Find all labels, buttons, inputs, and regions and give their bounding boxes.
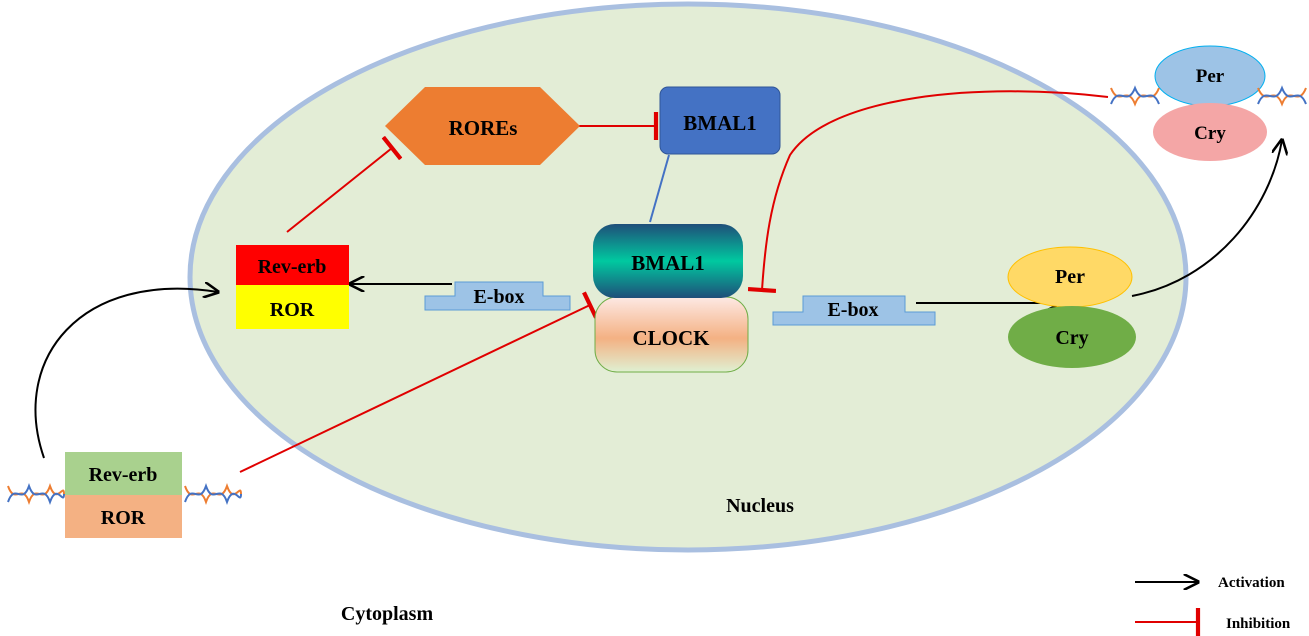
nucleus-label: Nucleus	[726, 495, 794, 517]
rev-erb-cytoplasm-label: Rev-erb	[89, 464, 158, 486]
ebox-right-label: E-box	[827, 299, 878, 321]
rev-erb-nucleus-label: Rev-erb	[258, 256, 327, 278]
bmal1-complex-box	[593, 224, 743, 298]
bmal1-link-line	[649, 154, 670, 223]
activation-per-cry-to-cytoplasm	[1131, 140, 1282, 297]
rores-element	[385, 87, 580, 165]
inhibition-rev-erb-to-rores	[286, 135, 403, 233]
ror-nucleus-label: ROR	[270, 299, 315, 321]
per-nucleus-label: Per	[1055, 266, 1085, 288]
rev-erb-cytoplasm-box	[65, 452, 182, 495]
dna-right-icon	[1257, 85, 1307, 107]
clock-label: CLOCK	[632, 326, 710, 350]
legend: Activation Inhibition	[1135, 575, 1291, 636]
inhibition-rev-erb-gene-to-clock	[239, 291, 598, 473]
cry-nucleus-label: Cry	[1055, 327, 1088, 349]
bmal1-gene-box	[659, 86, 781, 155]
dna-left-icon	[1110, 85, 1160, 107]
bmal1-complex-label: BMAL1	[631, 251, 705, 275]
per-cytoplasm-label: Per	[1196, 66, 1225, 87]
rores-label: ROREs	[449, 116, 518, 140]
rev-erb-nucleus-box	[236, 245, 349, 285]
cry-cytoplasm-label: Cry	[1194, 123, 1226, 144]
ror-cytoplasm-box	[65, 495, 182, 538]
bmal1-top-label: BMAL1	[683, 111, 757, 135]
cry-cytoplasm-ellipse	[1153, 103, 1267, 161]
legend-inhibition-label: Inhibition	[1226, 616, 1291, 632]
activation-cyto-gene-to-rev-erb	[34, 289, 218, 459]
ebox-left-shape	[424, 281, 571, 311]
cytoplasm-label: Cytoplasm	[341, 603, 434, 625]
dna-bottom-left-icon	[7, 482, 65, 506]
cry-nucleus-ellipse	[1008, 306, 1136, 368]
inhibition-per-cry-to-clock	[747, 90, 1109, 294]
ebox-right-shape	[772, 295, 936, 326]
ror-cytoplasm-label: ROR	[101, 507, 146, 529]
ebox-left-label: E-box	[473, 286, 524, 308]
legend-activation-label: Activation	[1218, 575, 1285, 591]
dna-bottom-right-icon	[184, 482, 242, 506]
ror-nucleus-box	[236, 285, 349, 329]
